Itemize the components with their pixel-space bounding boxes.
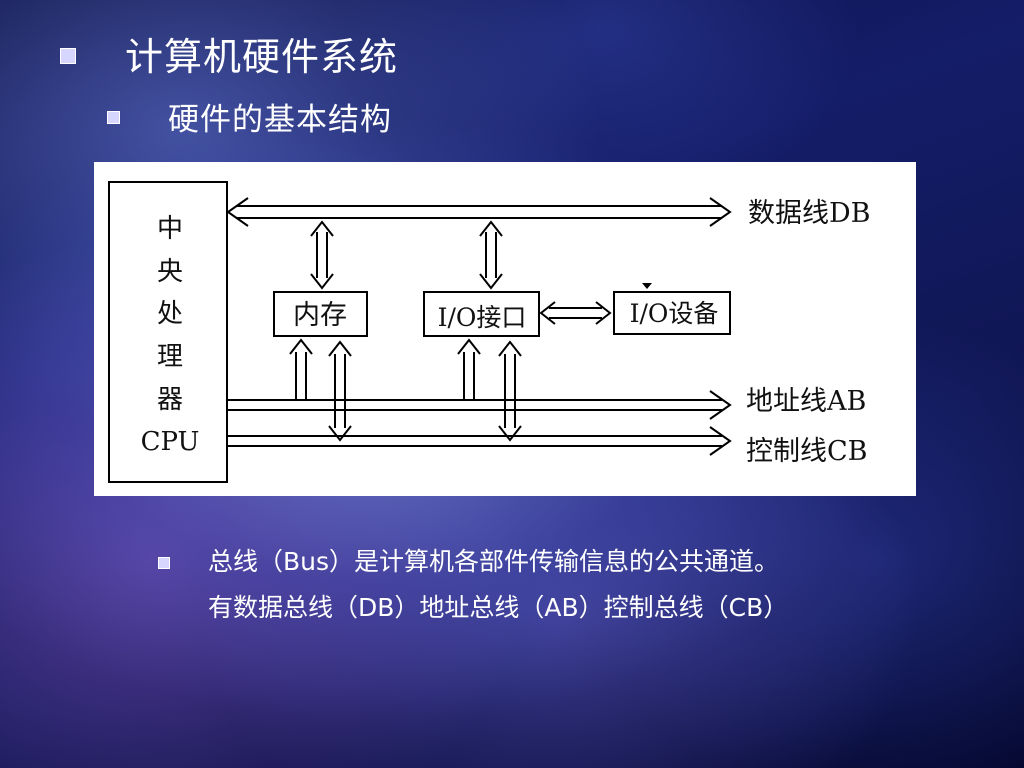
address-bus-label: 地址线AB [746,386,866,417]
body-bullet [158,557,170,569]
memory-box [273,291,368,337]
data-bus-arrow [226,197,732,227]
slide-title: 计算机硬件系统 [125,35,399,79]
address-to-io-arrow [457,338,481,400]
io-interface-box [423,291,540,337]
memory-control-arrow [328,340,352,442]
io-databus-arrow [479,220,503,290]
io-device-label: I/O设备 [630,299,719,328]
io-interface-label: I/O接口 [438,303,527,332]
interface-device-arrow [539,301,612,325]
bus-description-line-2: 有数据总线（DB）地址总线（AB）控制总线（CB） [208,593,789,622]
bus-description-line-1: 总线（Bus）是计算机各部件传输信息的公共通道。 [208,547,780,576]
control-bus-arrow [227,426,732,456]
io-control-arrow [498,340,522,442]
stray-mark [642,283,652,289]
cpu-char: 理 [157,342,183,372]
data-bus-label: 数据线DB [748,198,871,229]
cpu-box [108,181,228,483]
address-to-memory-arrow [289,338,313,400]
subtitle-bullet [107,111,120,124]
io-device-box [613,291,731,335]
memory-label: 内存 [293,300,347,331]
title-bullet [60,48,76,64]
cpu-label: CPU [141,427,200,457]
control-bus-label: 控制线CB [746,436,868,467]
cpu-char: 器 [157,385,183,415]
hardware-structure-diagram: 中 央 处 理 器 CPU 内存 I/O接口 I/O设备 数据线DB 地址线AB… [94,162,916,496]
memory-databus-arrow [310,220,334,290]
cpu-char: 央 [157,257,183,287]
cpu-char: 中 [157,214,183,244]
address-bus-arrow [227,390,732,420]
slide-subtitle: 硬件的基本结构 [168,102,392,138]
bus-description: 总线（Bus）是计算机各部件传输信息的公共通道。 有数据总线（DB）地址总线（A… [208,539,788,631]
cpu-char: 处 [157,299,183,329]
